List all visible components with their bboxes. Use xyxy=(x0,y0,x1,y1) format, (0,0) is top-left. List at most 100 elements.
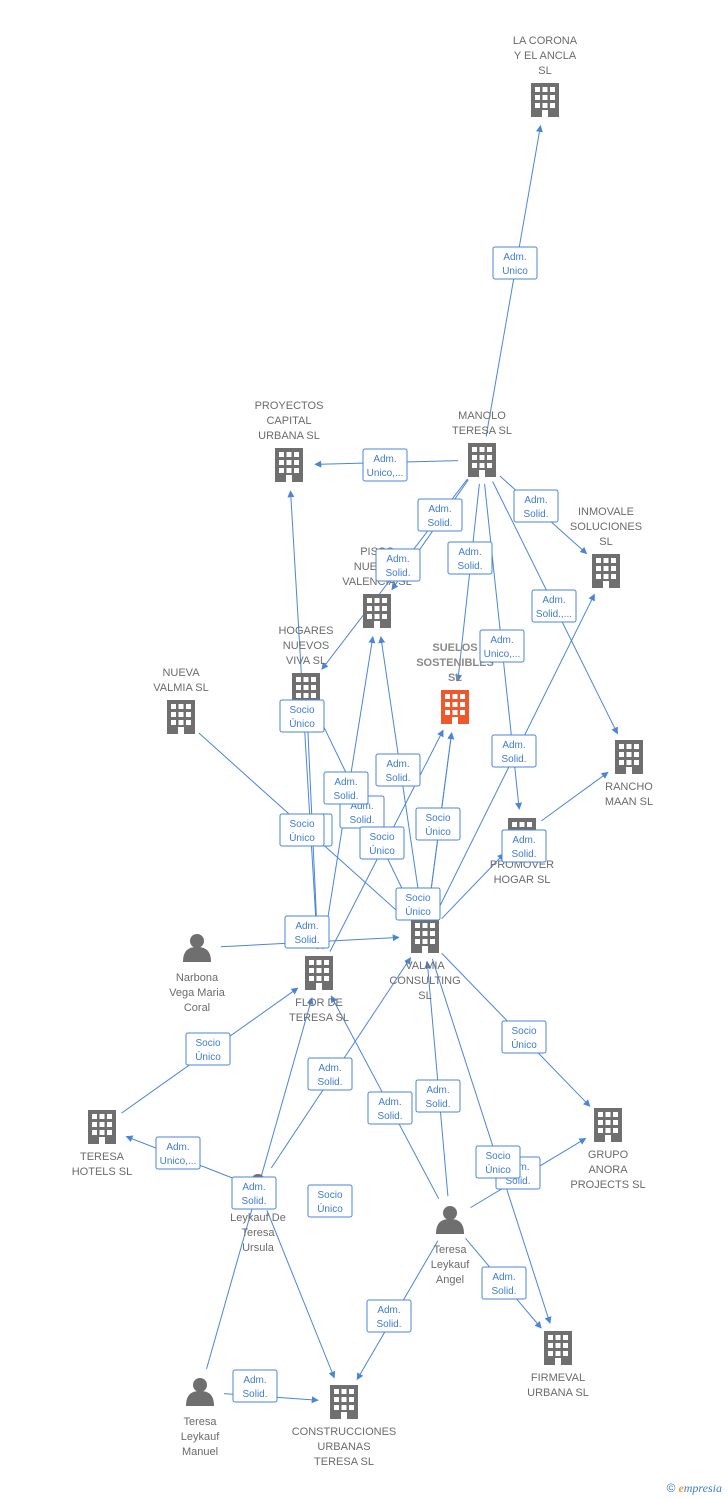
building-icon xyxy=(305,956,333,990)
node-label: VALMIA xyxy=(405,960,445,972)
edge-label-text: Solid. xyxy=(385,773,410,784)
edge-promover-to-rancho-maan xyxy=(541,771,609,822)
building-icon xyxy=(531,83,559,117)
edge-label-text: Único xyxy=(317,1202,343,1215)
edge-label-manolo-teresa-to-promover[interactable]: Adm.Solid. xyxy=(491,734,537,768)
node-label: MAAN SL xyxy=(605,796,653,808)
edge-label-text: Adm. xyxy=(503,252,526,263)
edge-label-promover-to-rancho-maan[interactable]: Adm.Solid. xyxy=(501,829,547,863)
edge-label-flor-to-pisos-nuevos[interactable]: Adm.Solid. xyxy=(323,771,369,805)
edge-label-text: Adm. xyxy=(490,635,513,646)
edge-label-text: Adm. xyxy=(428,504,451,515)
edge-label-narbona-to-valmia[interactable]: Adm.Solid. xyxy=(284,915,330,949)
edge-label-text: Unico,... xyxy=(367,468,404,479)
edge-label-manolo-teresa-to-pisos-nuevos[interactable]: Adm.Solid. xyxy=(417,498,463,532)
edge-label-box xyxy=(492,246,538,280)
edge-label-text: Solid. xyxy=(501,754,526,765)
edge-labels-layer: Adm.UnicoAdm.Unico,...Adm.Solid.Adm.Soli… xyxy=(155,246,577,1403)
edge-label-text: Unico,... xyxy=(160,1156,197,1167)
node-label: MANOLO xyxy=(458,410,506,422)
edge-label-manolo-teresa-to-proyectos-capital[interactable]: Adm.Unico,... xyxy=(362,448,408,482)
building-icon xyxy=(544,1331,572,1365)
edge-label-manolo-teresa-to-rancho-maan[interactable]: Adm.Solid.,... xyxy=(531,589,577,623)
edge-label-valmia-to-inmovale[interactable]: Adm.Solid. xyxy=(375,753,421,787)
edge-label-box xyxy=(415,807,461,841)
node-label: SOLUCIONES xyxy=(570,521,642,533)
node-label: Teresa xyxy=(433,1244,467,1256)
edge-label-box xyxy=(367,1091,413,1125)
node-label: Ursula xyxy=(242,1242,275,1254)
edge-label-manolo-teresa-to-hogares-nuevos[interactable]: Adm.Solid. xyxy=(375,548,421,582)
edge-label-angel-to-valmia[interactable]: Adm.Solid. xyxy=(415,1079,461,1113)
footer-brand: ©empresia xyxy=(667,1481,722,1496)
edge-label-angel-to-flor[interactable]: Adm.Solid. xyxy=(367,1091,413,1125)
edge-label-box xyxy=(491,734,537,768)
edge-label-manolo-teresa-to-la-corona[interactable]: Adm.Unico xyxy=(492,246,538,280)
edge-label-manuel-to-flor[interactable]: Adm.Solid. xyxy=(231,1176,277,1210)
node-label: Teresa xyxy=(241,1227,275,1239)
node-label: PROJECTS SL xyxy=(570,1179,645,1191)
node-label: NUEVA xyxy=(162,667,200,679)
edge-label-text: Socio xyxy=(195,1038,220,1049)
brand-e-logo: e xyxy=(678,1481,684,1495)
edge-label-ursula-to-teresa-hotels[interactable]: Adm.Unico,... xyxy=(155,1136,201,1170)
edge-label-box xyxy=(501,829,547,863)
edge-label-box xyxy=(447,541,493,575)
edge-label-valmia-to-suelos[interactable]: Adm.Unico,... xyxy=(479,629,525,663)
edge-label-box xyxy=(501,1020,547,1054)
edge-label-text: Único xyxy=(289,831,315,844)
edge-label-text: Solid. xyxy=(242,1389,267,1400)
edge-label-angel-to-construcciones[interactable]: Adm.Solid. xyxy=(366,1299,412,1333)
node-label: TERESA SL xyxy=(314,1456,374,1468)
edge-label-box xyxy=(359,826,405,860)
edge-label-box xyxy=(362,448,408,482)
node-label: SL xyxy=(418,990,431,1002)
edge-label-text: Adm. xyxy=(386,554,409,565)
edge-label-box xyxy=(375,753,421,787)
node-label: Angel xyxy=(436,1274,464,1286)
edge-label-box xyxy=(284,915,330,949)
node-label: Leykauf De xyxy=(230,1212,286,1224)
edge-label-text: Solid. xyxy=(491,1286,516,1297)
edge-label-manolo-teresa-to-inmovale[interactable]: Adm.Solid. xyxy=(513,489,559,523)
node-label: GRUPO xyxy=(588,1149,629,1161)
edge-label-manuel-to-construcciones[interactable]: Adm.Solid. xyxy=(232,1369,278,1403)
building-icon xyxy=(592,554,620,588)
edges-layer xyxy=(121,124,618,1404)
edge-label-angel-to-firmeval[interactable]: Adm.Solid. xyxy=(481,1266,527,1300)
edge-label-text: Único xyxy=(425,825,451,838)
edge-label-manolo-teresa-to-suelos[interactable]: Adm.Solid. xyxy=(447,541,493,575)
edge-label-ursula-to-valmia[interactable]: Adm.Solid. xyxy=(307,1057,353,1091)
edge-label-text: Adm. xyxy=(377,1305,400,1316)
node-label: FIRMEVAL xyxy=(531,1372,585,1384)
edge-label-text: Solid. xyxy=(317,1077,342,1088)
